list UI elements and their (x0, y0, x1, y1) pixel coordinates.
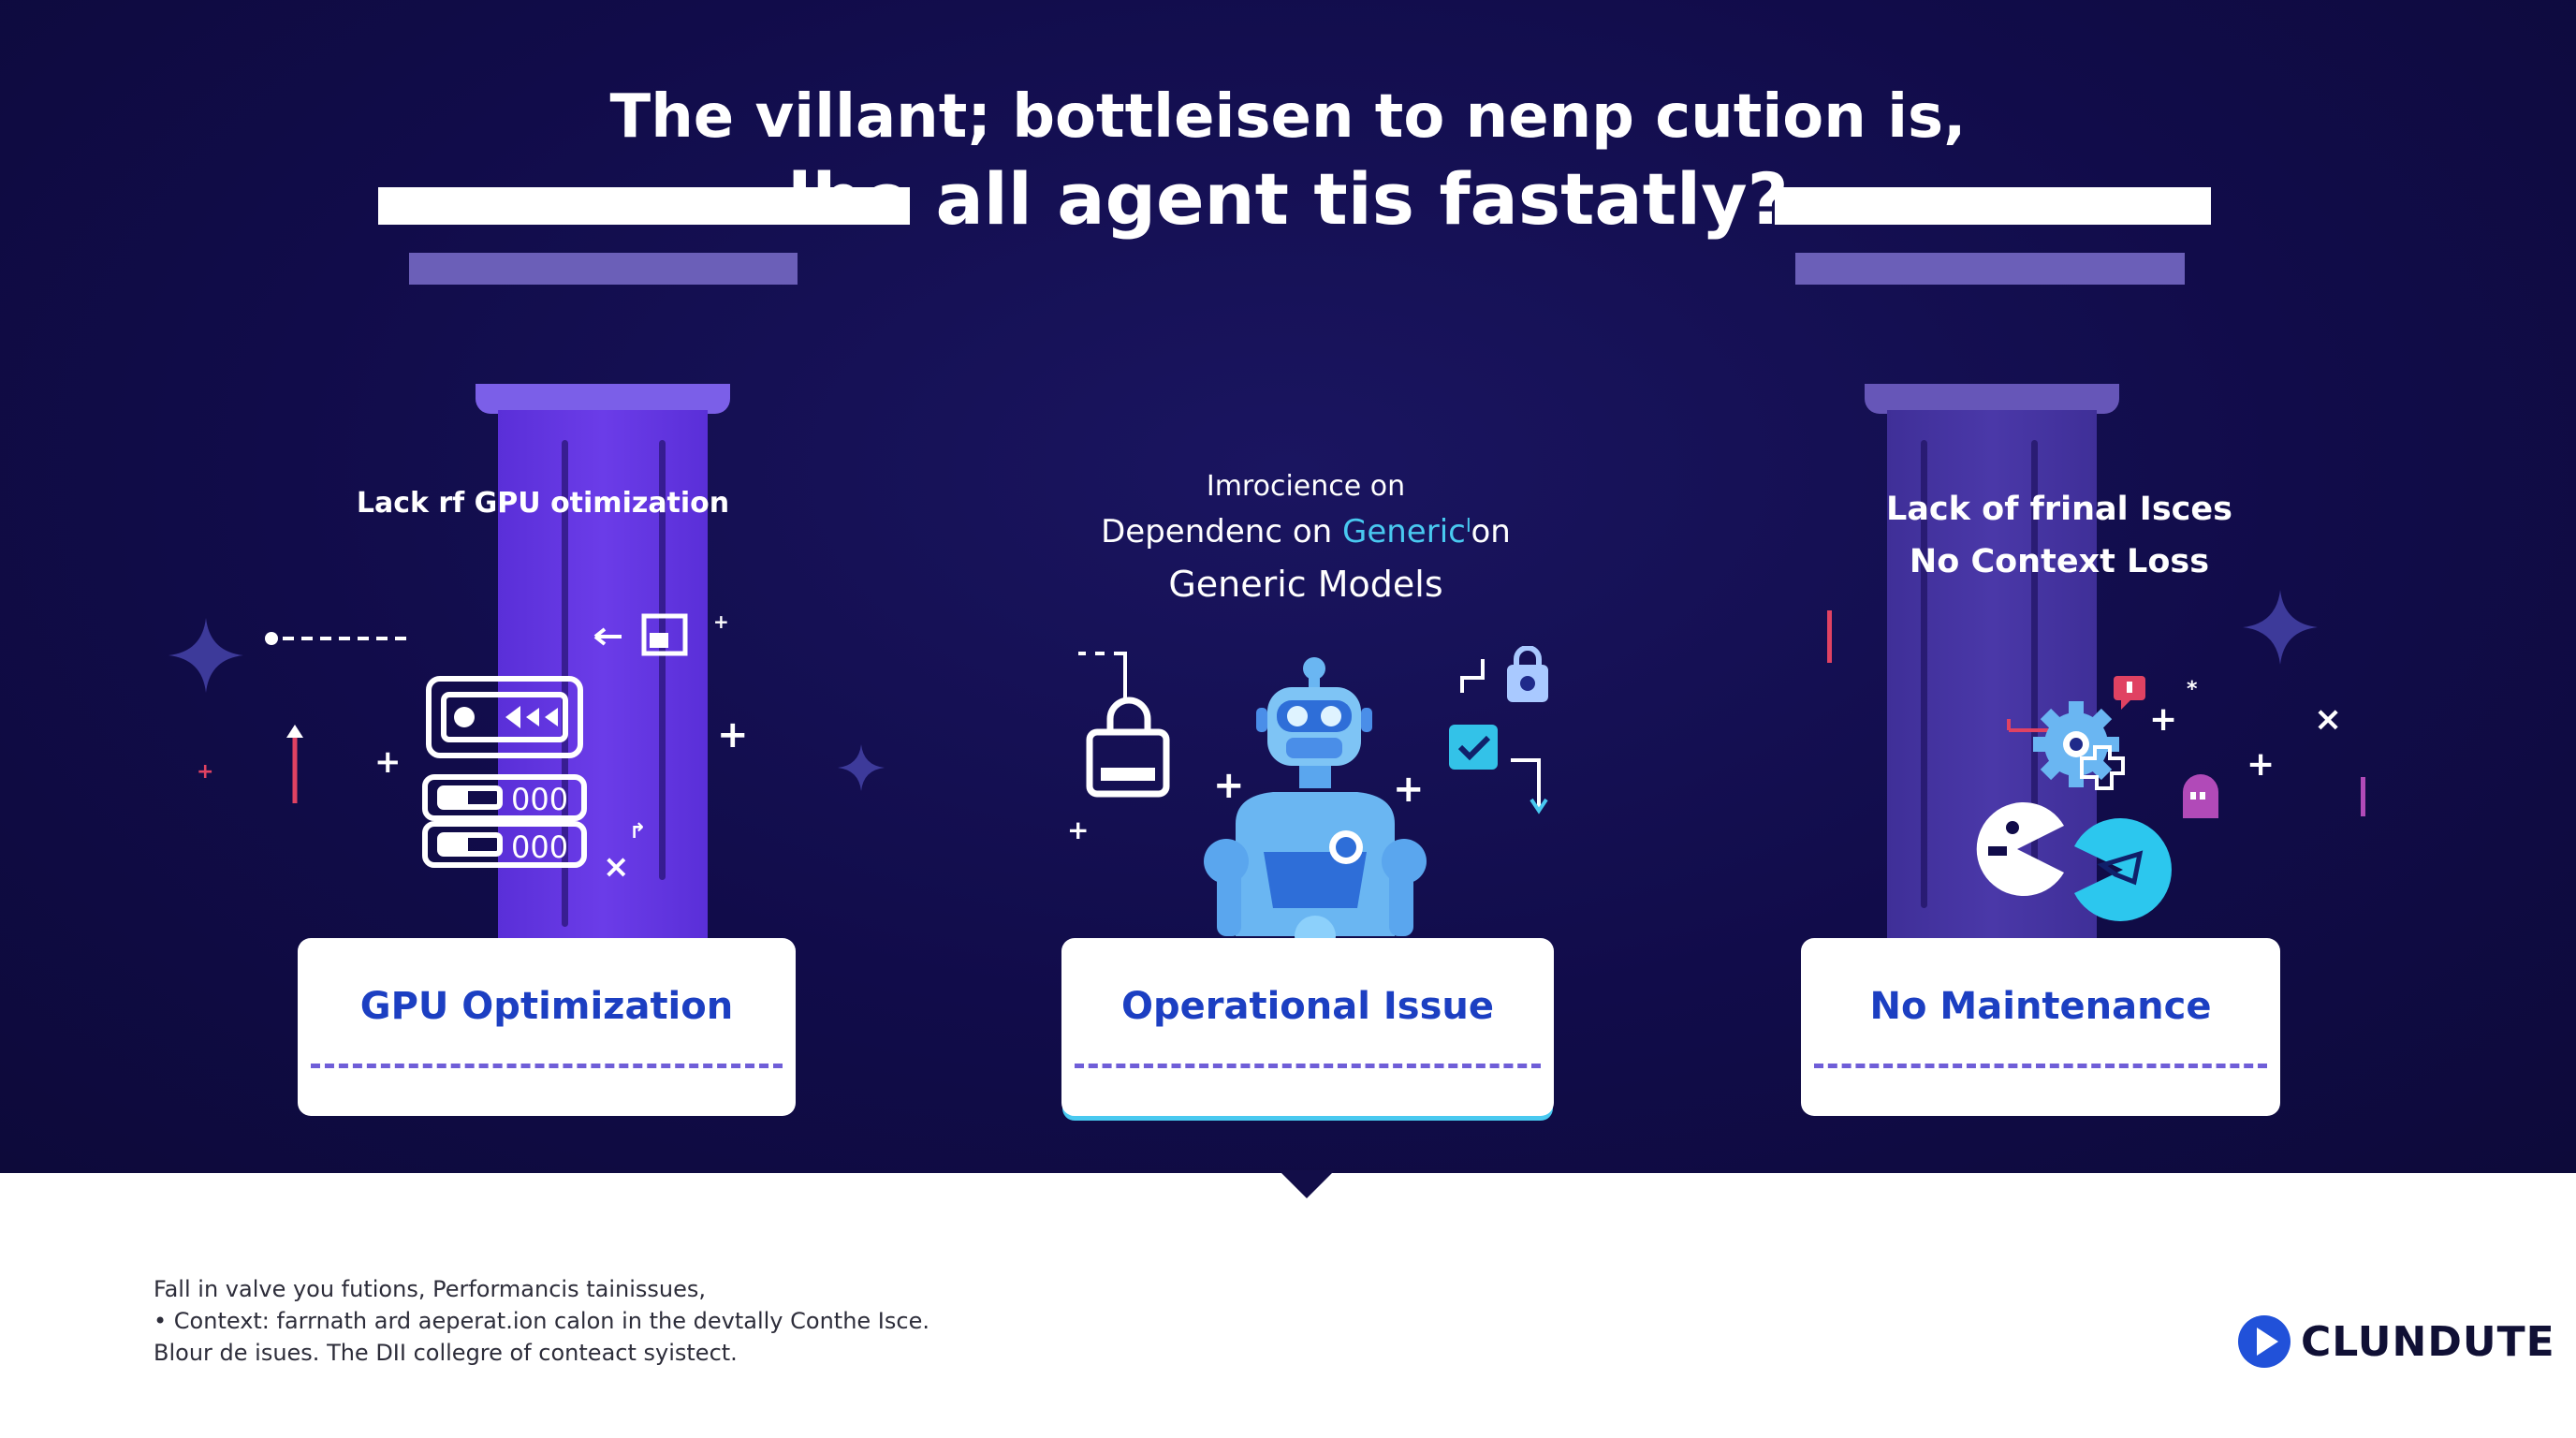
plus-icon: + (1067, 814, 1090, 845)
checkbox-icon (1449, 725, 1548, 814)
hero-panel: The villant; bottleisen to nenp cution i… (0, 0, 2576, 1173)
plus-icon: + (2149, 700, 2178, 739)
panel-pointer (1279, 1170, 1335, 1198)
headline-line-1: The villant; bottleisen to nenp cution i… (609, 82, 1967, 152)
up-arrow-icon (286, 725, 303, 803)
label-maintenance: Lack of frinal Isces No Context Loss (1886, 491, 2232, 580)
title-rule-left (378, 187, 910, 225)
exit-arrow-icon (593, 613, 688, 656)
label-gpu: Lack rf GPU otimization (356, 487, 730, 520)
sparkle-icon (168, 618, 243, 693)
footer-notes: Fall in valve you futions, Performancis … (154, 1276, 929, 1366)
dashed-connector (265, 632, 408, 645)
plus-icon: + (713, 610, 729, 633)
card-operational-issue[interactable]: Operational Issue (1061, 938, 1554, 1116)
title-rule-right (1775, 187, 2211, 225)
brand-name: CLUNDUTE (2301, 1317, 2555, 1366)
headline-line-2: lhe all agent tis fastatly? (787, 157, 1789, 241)
lock-icon (1460, 646, 1548, 702)
brand[interactable]: CLUNDUTE (2237, 1314, 2555, 1369)
purple-tick (2361, 777, 2365, 816)
card-title: No Maintenance (1869, 985, 2212, 1028)
chat-icon (2114, 676, 2145, 710)
sparkle-icon (2243, 590, 2318, 665)
plus-icon: + (1393, 768, 1425, 811)
corner-arrow-icon: ↱ (629, 820, 647, 844)
close-icon: × (603, 848, 630, 886)
plus-icon: + (197, 760, 214, 784)
card-title: Operational Issue (1120, 985, 1494, 1028)
server-icon: 000 000 (422, 676, 587, 868)
label-operational: Imrocience on Dependenc on Genericˡon Ge… (1101, 470, 1511, 605)
pacman-icon (2074, 818, 2172, 921)
pacman-icon (1976, 802, 2064, 896)
card-no-maintenance[interactable]: No Maintenance (1801, 938, 2280, 1116)
avatar-icon (2183, 774, 2218, 818)
plus-icon: + (2247, 745, 2276, 784)
red-tick (1827, 610, 1832, 663)
card-gpu-optimization[interactable]: GPU Optimization (298, 938, 796, 1116)
plus-icon: + (374, 743, 402, 781)
title-underbar-right (1795, 253, 2185, 285)
sparkle-icon (838, 744, 885, 791)
padlock-icon (1078, 652, 1170, 798)
robot-icon (1204, 657, 1427, 946)
brand-logo-icon (2238, 1315, 2291, 1368)
plus-icon: + (1213, 764, 1245, 807)
close-icon: × (2314, 700, 2343, 739)
card-title: GPU Optimization (359, 985, 734, 1028)
plus-icon: * (2187, 678, 2198, 701)
svg-text:000: 000 (511, 829, 568, 865)
puzzle-icon (2080, 745, 2125, 790)
svg-text:000: 000 (511, 782, 568, 817)
title-underbar-left (409, 253, 798, 285)
plus-icon: + (717, 713, 749, 756)
